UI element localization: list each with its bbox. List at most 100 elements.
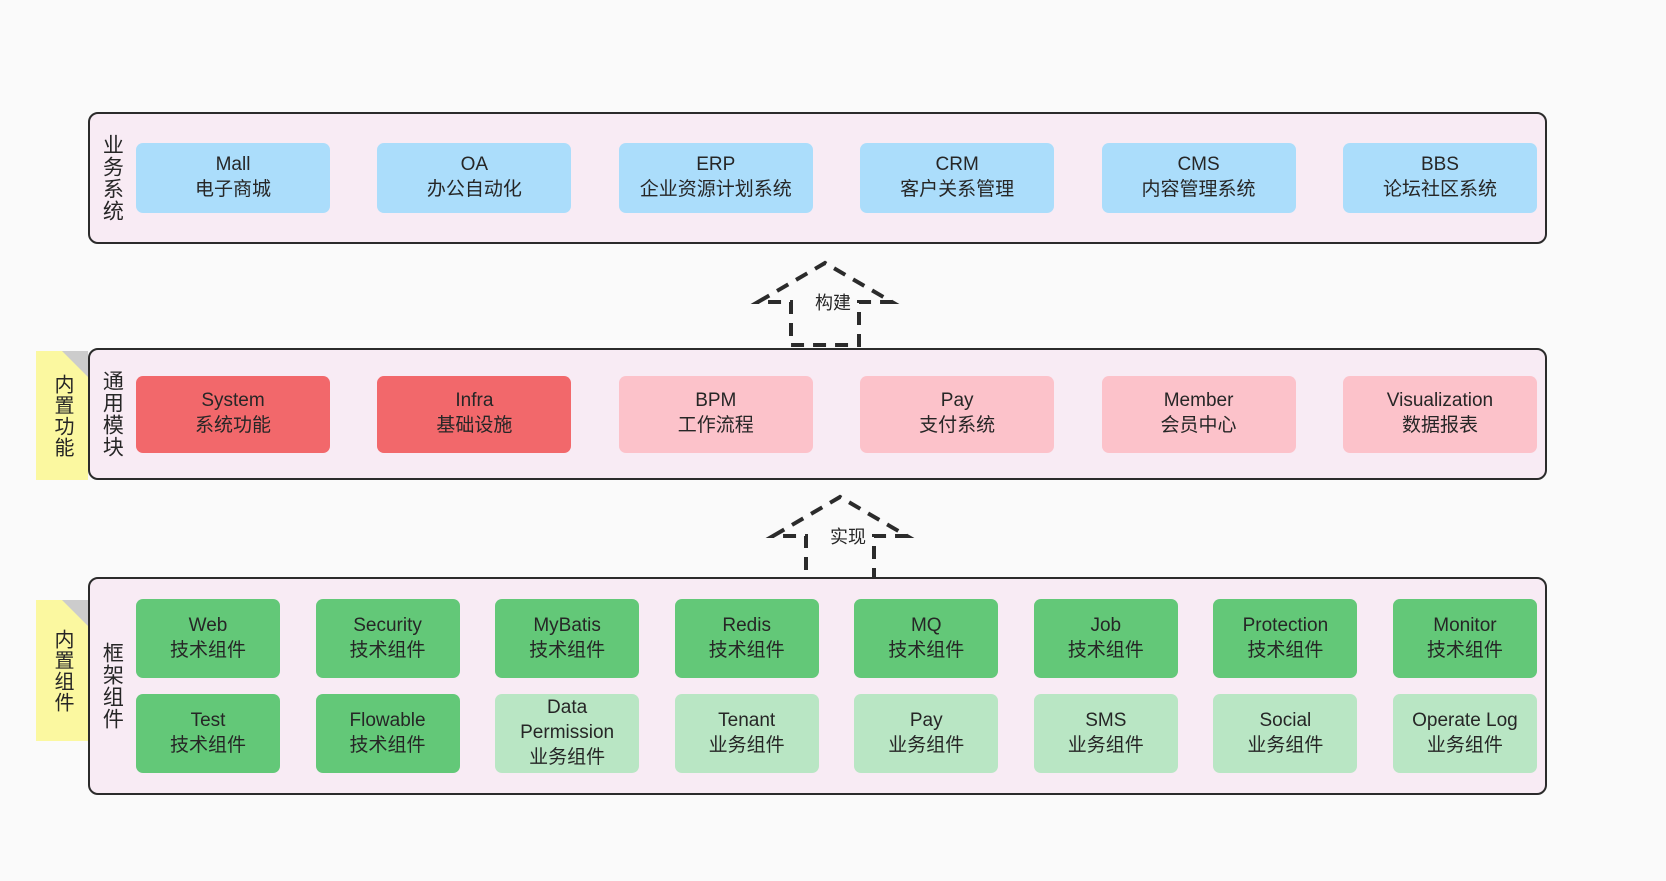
card-business-crm[interactable]: CRM 客户关系管理 — [860, 143, 1055, 213]
arrow-implement-shape — [765, 494, 915, 581]
layer-body-common-modules: System 系统功能 Infra 基础设施 BPM 工作流程 Pay 支付系统 Member 会… — [132, 350, 1545, 478]
card-title: Web — [188, 614, 228, 636]
card-subtitle: 电子商城 — [194, 179, 271, 200]
card-title: Pay — [909, 709, 943, 731]
card-subtitle: 基础设施 — [436, 415, 513, 436]
layer-business-systems: 业务系统 Mall 电子商城 OA 办公自动化 ERP 企业资源计划系统 CRM 客户关系管理… — [88, 112, 1547, 244]
arrow-build-label: 构建 — [815, 293, 851, 313]
card-business-cms[interactable]: CMS 内容管理系统 — [1101, 143, 1296, 213]
card-business-mall[interactable]: Mall 电子商城 — [136, 143, 330, 213]
card-framework-operate-log[interactable]: Operate Log 业务组件 — [1392, 694, 1537, 773]
card-title: MyBatis — [533, 614, 601, 636]
card-business-oa[interactable]: OA 办公自动化 — [377, 143, 572, 213]
card-framework-mybatis[interactable]: MyBatis 技术组件 — [495, 599, 640, 678]
note-builtin-functions: 内置功能 — [36, 351, 88, 480]
card-subtitle: 技术组件 — [349, 734, 426, 756]
card-title: Social — [1259, 709, 1312, 731]
card-framework-job[interactable]: Job 技术组件 — [1033, 599, 1178, 678]
card-title: CRM — [935, 154, 979, 176]
card-title: BBS — [1420, 154, 1459, 176]
card-title: MQ — [910, 614, 942, 636]
card-title: Monitor — [1433, 614, 1497, 636]
card-subtitle: 业务组件 — [1247, 734, 1324, 756]
note-fold-icon — [62, 600, 88, 626]
card-framework-monitor[interactable]: Monitor 技术组件 — [1392, 599, 1537, 678]
card-subtitle: 支付系统 — [919, 415, 996, 436]
card-title: Flowable — [349, 709, 426, 731]
card-title: Data Permission — [520, 697, 615, 744]
card-title: Mall — [215, 154, 251, 176]
card-title: BPM — [695, 390, 737, 412]
card-subtitle: 技术组件 — [1247, 639, 1324, 661]
card-subtitle: 技术组件 — [1067, 639, 1144, 661]
card-title: Pay — [940, 390, 974, 412]
card-title: Visualization — [1386, 390, 1494, 412]
layer-title-framework-components: 框架组件 — [100, 642, 124, 730]
card-subtitle: 技术组件 — [1426, 639, 1503, 661]
card-subtitle: 会员中心 — [1160, 415, 1237, 436]
card-title: OA — [460, 154, 489, 176]
card-framework-mq[interactable]: MQ 技术组件 — [854, 599, 999, 678]
card-subtitle: 内容管理系统 — [1141, 179, 1256, 200]
card-subtitle: 客户关系管理 — [900, 179, 1015, 200]
card-title: CMS — [1177, 154, 1220, 176]
card-module-member[interactable]: Member 会员中心 — [1101, 375, 1296, 453]
card-module-infra[interactable]: Infra 基础设施 — [377, 375, 572, 453]
layer-body-business-systems: Mall 电子商城 OA 办公自动化 ERP 企业资源计划系统 CRM 客户关系管理 CMS 内容… — [132, 114, 1545, 242]
card-subtitle: 系统功能 — [194, 415, 271, 436]
layer-title-business-systems: 业务系统 — [100, 134, 124, 222]
note-builtin-components: 内置组件 — [36, 600, 88, 741]
note-builtin-functions-label: 内置功能 — [51, 373, 73, 458]
card-framework-web[interactable]: Web 技术组件 — [136, 599, 280, 678]
card-subtitle: 技术组件 — [169, 639, 246, 661]
card-title: Redis — [722, 614, 771, 636]
card-subtitle: 技术组件 — [529, 639, 606, 661]
card-subtitle: 工作流程 — [677, 415, 754, 436]
card-subtitle: 论坛社区系统 — [1382, 179, 1497, 200]
card-title: Test — [190, 709, 226, 731]
card-framework-flowable[interactable]: Flowable 技术组件 — [315, 694, 460, 773]
card-title: Operate Log — [1412, 709, 1518, 731]
card-title: System — [201, 390, 265, 412]
card-subtitle: 技术组件 — [888, 639, 965, 661]
card-title: Protection — [1242, 614, 1329, 636]
card-module-system[interactable]: System 系统功能 — [136, 375, 330, 453]
card-business-bbs[interactable]: BBS 论坛社区系统 — [1342, 143, 1537, 213]
card-title: Job — [1090, 614, 1122, 636]
card-title: ERP — [696, 154, 736, 176]
card-framework-redis[interactable]: Redis 技术组件 — [674, 599, 819, 678]
card-subtitle: 业务组件 — [1426, 734, 1503, 756]
note-builtin-components-label: 内置组件 — [51, 628, 73, 713]
arrow-build-shape — [750, 260, 900, 347]
card-subtitle: 技术组件 — [708, 639, 785, 661]
arrow-implement-label: 实现 — [830, 527, 866, 547]
card-subtitle: 办公自动化 — [426, 179, 522, 200]
card-module-pay[interactable]: Pay 支付系统 — [860, 375, 1055, 453]
card-title: Member — [1163, 390, 1234, 412]
card-framework-protection[interactable]: Protection 技术组件 — [1213, 599, 1358, 678]
card-subtitle: 业务组件 — [708, 734, 785, 756]
card-subtitle: 业务组件 — [529, 746, 606, 768]
card-title: Infra — [455, 390, 494, 412]
arrow-build: 构建 — [750, 258, 905, 348]
card-framework-pay[interactable]: Pay 业务组件 — [854, 694, 999, 773]
card-business-erp[interactable]: ERP 企业资源计划系统 — [618, 143, 813, 213]
card-subtitle: 企业资源计划系统 — [639, 179, 792, 200]
card-module-bpm[interactable]: BPM 工作流程 — [618, 375, 813, 453]
arrow-implement: 实现 — [765, 492, 920, 582]
card-subtitle: 业务组件 — [888, 734, 965, 756]
card-framework-social[interactable]: Social 业务组件 — [1213, 694, 1358, 773]
card-title: Security — [353, 614, 422, 636]
